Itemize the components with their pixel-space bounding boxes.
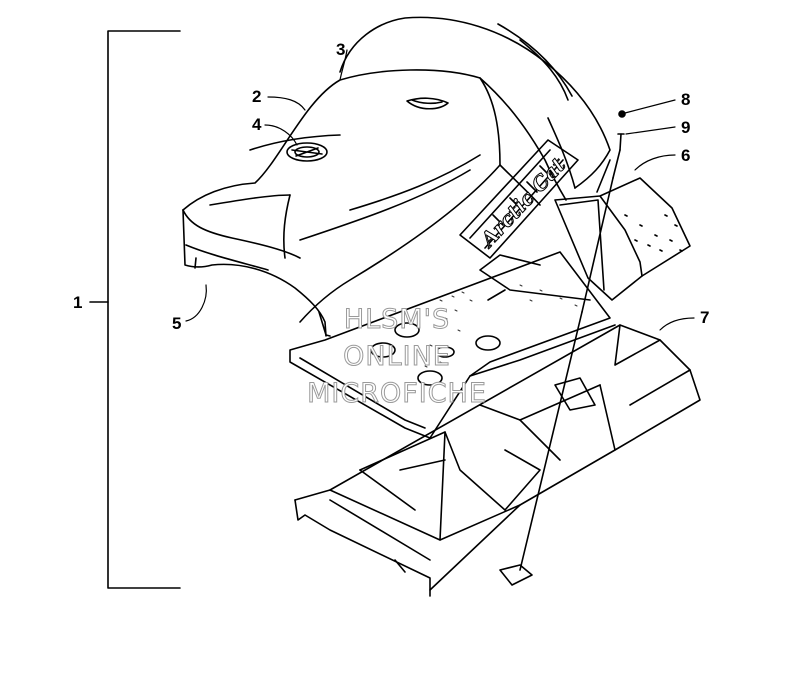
leader-lines <box>185 49 695 331</box>
callout-7: 7 <box>700 308 710 327</box>
seat-cushion <box>182 69 567 323</box>
pan-texture <box>419 284 578 368</box>
seat-pan <box>289 251 616 439</box>
base-tray <box>294 324 701 597</box>
seat-emblem <box>286 142 328 162</box>
seat-base <box>182 209 331 337</box>
side-panel <box>554 159 691 301</box>
callout-3: 3 <box>336 40 346 59</box>
callout-6: 6 <box>681 146 691 165</box>
callout-2: 2 <box>252 87 262 106</box>
callout-9: 9 <box>681 118 691 137</box>
watermark-line-3: MICROFICHE <box>307 378 487 409</box>
watermark-line-2: ONLINE <box>343 341 451 372</box>
callout-1: 1 <box>73 293 83 312</box>
rear-hood <box>339 16 611 189</box>
callout-5: 5 <box>172 314 182 333</box>
callout-8: 8 <box>681 90 691 109</box>
fastener <box>519 110 626 571</box>
callout-4: 4 <box>252 115 262 134</box>
brand-decal <box>459 139 579 259</box>
watermark-line-1: HLSM'S <box>343 304 451 335</box>
assembly-bracket <box>89 30 181 589</box>
